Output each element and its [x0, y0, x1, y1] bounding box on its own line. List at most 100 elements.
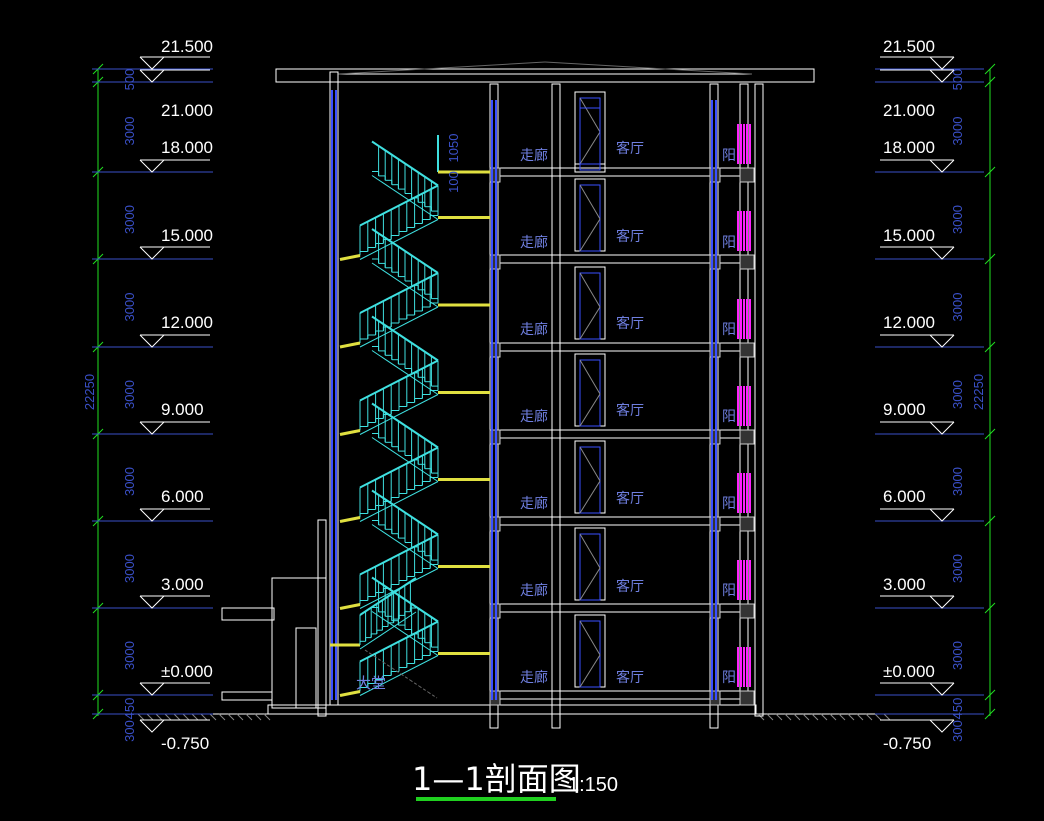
dim-tick — [984, 428, 996, 440]
hidden-stair — [427, 691, 438, 699]
elevation-marker-left — [139, 334, 165, 348]
dim-value: 500 — [122, 69, 137, 91]
elevation-marker-left — [139, 595, 165, 609]
dim-value: 3000 — [950, 641, 965, 670]
dim-tick — [984, 341, 996, 353]
ground-hatch — [766, 713, 774, 721]
total-height-dim: 22250 — [971, 374, 986, 410]
elevation-marker-right — [929, 334, 955, 348]
ground-hatch — [874, 713, 882, 721]
column — [709, 83, 719, 729]
ground-hatch — [757, 713, 765, 721]
elevation-label-left: -0.750 — [161, 734, 209, 753]
door-swing — [579, 446, 601, 482]
dim-value: 3000 — [122, 641, 137, 670]
hidden-stair — [382, 661, 393, 669]
ground-hatch — [775, 713, 783, 721]
dim-value: 3000 — [122, 205, 137, 234]
dim-tick — [984, 76, 996, 88]
ground-hatch — [245, 713, 253, 721]
elevation-label-right: 21.500 — [883, 37, 935, 56]
total-height-dim: 22250 — [82, 374, 97, 410]
elevation-label-right: 3.000 — [883, 575, 926, 594]
elevation-marker-right — [929, 719, 955, 733]
elevation-marker-right — [929, 69, 955, 83]
beam — [739, 167, 755, 183]
dim-value: 3000 — [950, 293, 965, 322]
elevation-label-left: 21.500 — [161, 37, 213, 56]
elevation-marker-right — [929, 159, 955, 173]
door-swing — [579, 131, 601, 165]
hidden-stair — [373, 655, 384, 663]
hidden-stair — [364, 649, 375, 657]
canopy — [221, 607, 275, 621]
ground-hatch — [820, 713, 828, 721]
dim-tick — [984, 515, 996, 527]
elevation-label-right: 15.000 — [883, 226, 935, 245]
room-label-living: 客厅 — [616, 669, 644, 686]
elevation-label-right: 12.000 — [883, 313, 935, 332]
hidden-stair — [409, 679, 420, 687]
room-label-living: 客厅 — [616, 578, 644, 595]
dim-value: 450 — [122, 698, 137, 720]
elevation-marker-left — [139, 682, 165, 696]
roof-slab — [275, 68, 815, 83]
ground-hatch — [847, 713, 855, 721]
door-swing — [579, 654, 601, 688]
hidden-stair — [400, 673, 411, 681]
ground-hatch — [173, 713, 181, 721]
room-label-living: 客厅 — [616, 228, 644, 245]
landing-slab — [339, 603, 361, 610]
ground-hatch — [856, 713, 864, 721]
ground-hatch — [227, 713, 235, 721]
dim-value: 500 — [950, 69, 965, 91]
lobby-label: 大堂 — [356, 674, 386, 692]
column — [489, 83, 499, 729]
dim-value: 300 — [950, 720, 965, 742]
room-label-corridor: 走廊 — [520, 408, 548, 425]
stair-soffit — [371, 262, 439, 308]
room-label-living: 客厅 — [616, 402, 644, 419]
hidden-stair — [418, 685, 429, 693]
stair-dim: 100 — [446, 171, 461, 193]
stair-soffit — [359, 611, 417, 650]
dim-value: 3000 — [122, 554, 137, 583]
roof-slope — [544, 61, 753, 75]
column — [551, 83, 561, 729]
elevation-marker-left — [139, 719, 165, 733]
room-label-corridor: 走廊 — [520, 147, 548, 164]
dim-value: 3000 — [950, 380, 965, 409]
room-label-corridor: 走廊 — [520, 495, 548, 512]
elevation-label-left: 18.000 — [161, 138, 213, 157]
elevation-marker-right — [929, 595, 955, 609]
staircase — [330, 135, 490, 699]
beam — [739, 516, 755, 532]
ground-hatch — [209, 713, 217, 721]
landing-slab — [339, 254, 361, 261]
hidden-stair — [391, 667, 402, 675]
dim-value: 3000 — [122, 117, 137, 146]
door-swing — [579, 272, 601, 308]
elevation-marker-left — [139, 159, 165, 173]
stair-soffit — [359, 655, 439, 696]
ground-hatch — [793, 713, 801, 721]
stair-soffit — [371, 611, 439, 656]
room-label-corridor: 走廊 — [520, 321, 548, 338]
ground-hatch — [254, 713, 262, 721]
ground-hatch — [883, 713, 891, 721]
door-swing — [579, 480, 601, 514]
dim-tick — [984, 63, 996, 75]
door-leaf-top — [579, 107, 601, 171]
elevation-label-left: 15.000 — [161, 226, 213, 245]
elevation-marker-left — [139, 421, 165, 435]
dim-value: 3000 — [122, 467, 137, 496]
handrail — [359, 577, 417, 616]
door-frame-top — [574, 91, 606, 173]
elevation-label-right: ±0.000 — [883, 662, 935, 681]
stair-soffit — [359, 394, 439, 435]
room-label-corridor: 走廊 — [520, 669, 548, 686]
column — [317, 519, 327, 717]
ground-hatch — [802, 713, 810, 721]
